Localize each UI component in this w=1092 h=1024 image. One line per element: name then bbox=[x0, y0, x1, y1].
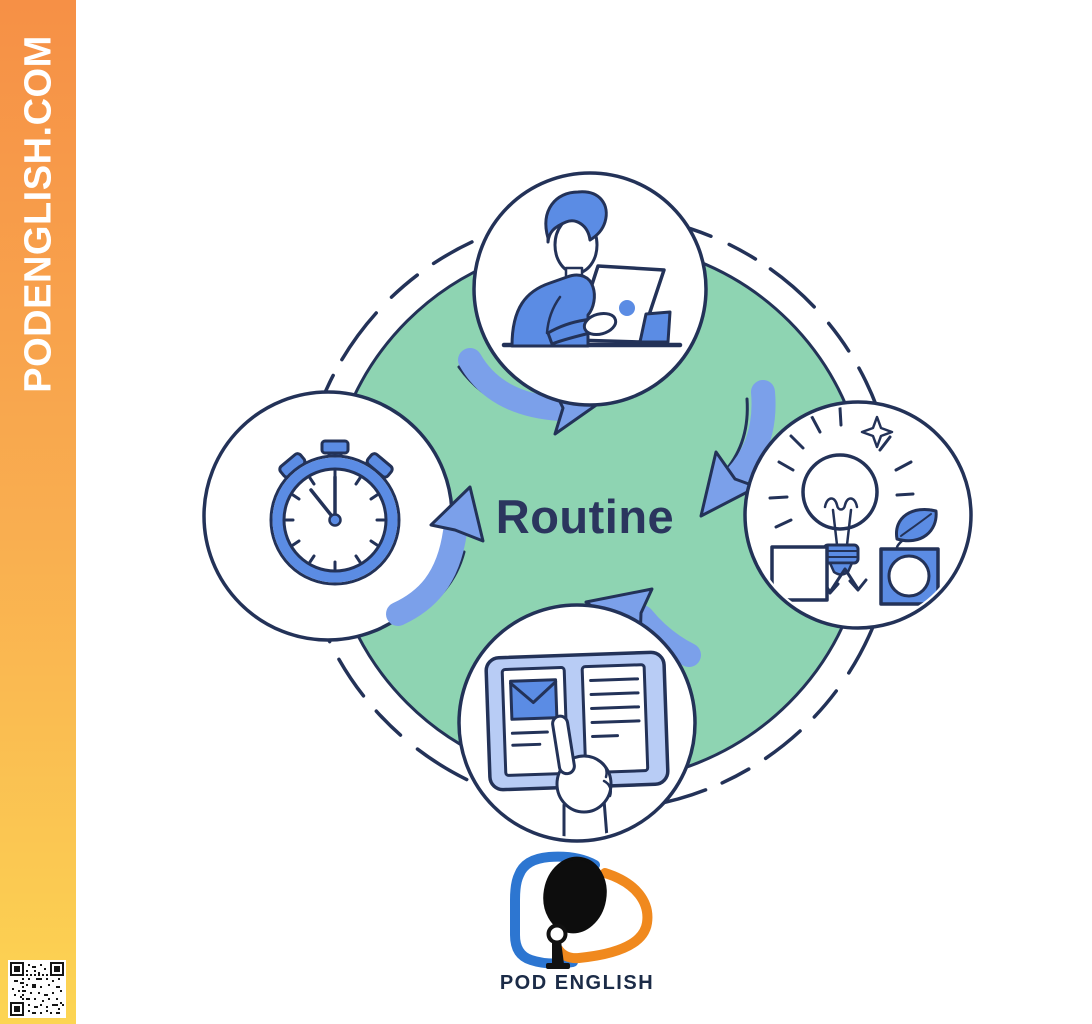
right-page-lines bbox=[589, 677, 641, 738]
laptop-logo-dot bbox=[619, 300, 635, 316]
stopwatch-top-button bbox=[320, 439, 350, 455]
sparkle-star-icon bbox=[860, 415, 894, 449]
left-page-lines bbox=[510, 730, 549, 747]
pointing-hand-icon bbox=[551, 714, 613, 837]
logo-blue-bracket bbox=[510, 851, 600, 969]
logo-orange-swoosh bbox=[553, 868, 653, 964]
reading-open-book-icon bbox=[484, 650, 670, 837]
circle-in-square bbox=[887, 554, 931, 598]
bulb-glass bbox=[801, 453, 879, 531]
person-hand bbox=[582, 311, 618, 337]
person-hair bbox=[544, 190, 608, 244]
outline-square bbox=[770, 545, 829, 602]
mic-stem bbox=[552, 941, 564, 964]
stopwatch-center-dot bbox=[328, 513, 342, 527]
cycle-center-label: Routine bbox=[496, 490, 674, 543]
mic-head bbox=[535, 856, 615, 934]
arrow-left-to-top bbox=[386, 485, 485, 626]
person-working-at-laptop-icon bbox=[501, 190, 683, 348]
stopwatch-tick-marks bbox=[284, 469, 386, 571]
bulb-filament bbox=[823, 497, 859, 511]
stopwatch-icon bbox=[269, 439, 401, 586]
brand-sidebar: PODENGLISH.COM bbox=[0, 0, 76, 1024]
microphone-icon bbox=[510, 851, 653, 969]
pod-english-logo: POD ENGLISH bbox=[487, 845, 667, 1000]
laptop-stand bbox=[638, 310, 672, 344]
mic-base bbox=[546, 963, 570, 969]
lightbulb-rays bbox=[768, 406, 915, 529]
logo-brand-text: POD ENGLISH bbox=[499, 972, 655, 994]
mic-connector bbox=[546, 923, 568, 945]
arrow-right-to-bottom bbox=[699, 380, 776, 518]
bulb-base bbox=[822, 543, 860, 565]
index-finger bbox=[551, 714, 576, 776]
idea-lightbulb-icon bbox=[768, 406, 940, 606]
stopwatch-blue-rim bbox=[272, 457, 398, 583]
qr-code-icon bbox=[8, 960, 66, 1018]
qr-code-svg bbox=[8, 960, 66, 1018]
